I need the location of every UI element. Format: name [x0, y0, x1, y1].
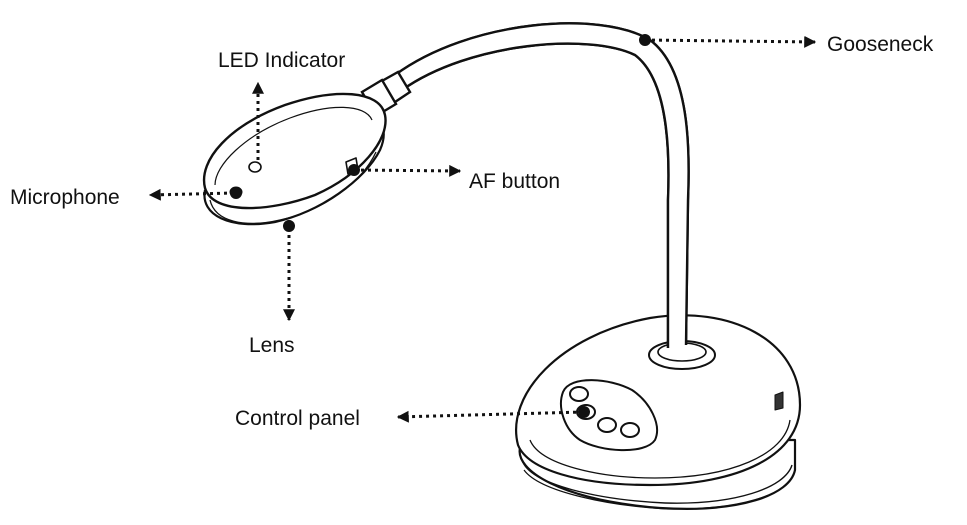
gooseneck-fill [395, 23, 689, 348]
callout-control-panel [396, 410, 584, 423]
callout-af [353, 164, 462, 177]
control-panel-buttons [560, 379, 658, 452]
dot-gooseneck [639, 34, 651, 46]
dot-microphone [230, 187, 242, 199]
dot-control-panel [578, 406, 590, 418]
dot-lens [283, 220, 295, 232]
callout-gooseneck [644, 35, 817, 48]
label-microphone: Microphone [10, 186, 120, 209]
callouts [148, 35, 817, 423]
label-gooseneck: Gooseneck [827, 33, 934, 56]
label-control-panel: Control panel [235, 407, 360, 430]
camera-head [202, 92, 387, 230]
dot-af [348, 164, 360, 176]
label-lens: Lens [249, 334, 295, 357]
label-af-button: AF button [469, 170, 561, 193]
label-led-indicator: LED Indicator [218, 49, 346, 72]
callout-dots [230, 34, 651, 418]
callout-microphone [148, 188, 235, 201]
camera-base [515, 314, 802, 510]
